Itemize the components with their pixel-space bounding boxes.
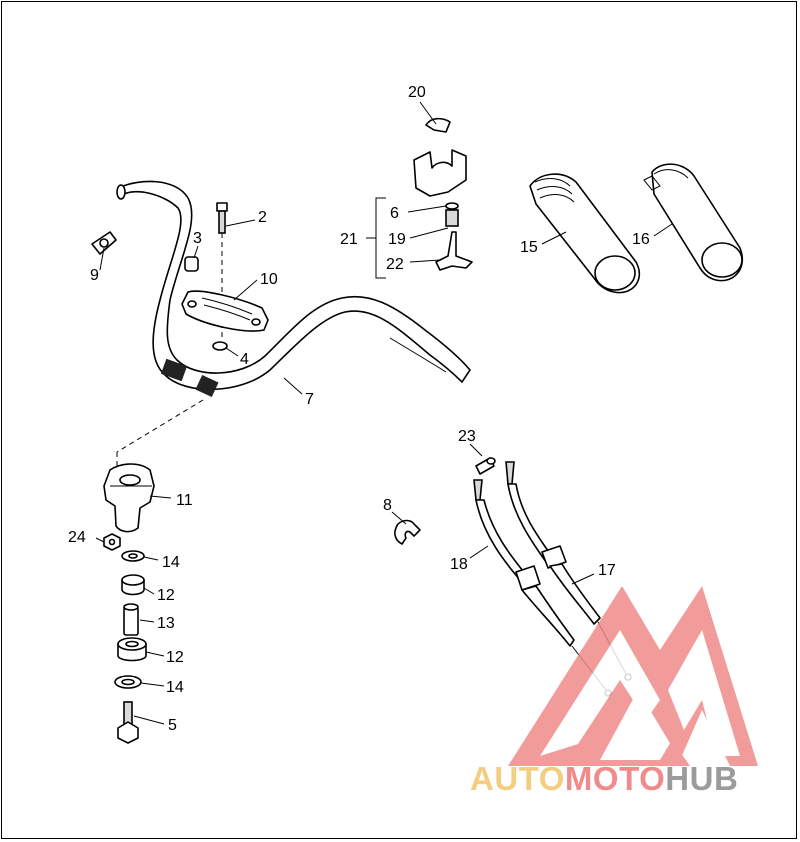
handlebar	[116, 180, 471, 470]
callout-20: 20	[408, 84, 426, 101]
callout-21: 21	[340, 231, 358, 248]
ferrule	[475, 457, 496, 475]
riser-bolt	[216, 202, 228, 340]
callout-6: 6	[390, 205, 399, 222]
callout-24: 24	[68, 529, 86, 546]
callout-12-lower: 12	[166, 649, 184, 666]
callout-3: 3	[193, 230, 202, 247]
callout-8: 8	[383, 497, 392, 514]
cable-clip	[91, 231, 117, 255]
callout-4: 4	[240, 351, 249, 368]
watermark-logo: AUTOMOTOHUB	[470, 586, 758, 797]
watermark-auto: AUTO	[470, 760, 565, 797]
callout-10: 10	[260, 271, 278, 288]
callout-22: 22	[386, 256, 404, 273]
callout-18: 18	[450, 556, 468, 573]
washer	[212, 341, 228, 351]
callout-9: 9	[90, 267, 99, 284]
right-grip	[643, 163, 743, 282]
callout-13: 13	[157, 615, 175, 632]
watermark-text: AUTOMOTOHUB	[470, 760, 738, 797]
cable-clip	[394, 519, 421, 545]
callout-5: 5	[168, 717, 177, 734]
left-grip	[529, 173, 641, 294]
spacer	[184, 256, 199, 272]
callout-numbers: 2 3 4 5 6 7 8 9 10 11 12 12 13 14 14 15 …	[68, 84, 650, 734]
lower-riser-stack	[114, 550, 147, 744]
callout-7: 7	[305, 391, 314, 408]
callout-2: 2	[258, 209, 267, 226]
callout-23: 23	[458, 428, 476, 445]
leader-lines	[95, 101, 673, 725]
callout-12-upper: 12	[157, 587, 175, 604]
top-clamp	[181, 290, 269, 332]
callout-14-lower: 14	[166, 679, 184, 696]
watermark-moto: MOTO	[565, 760, 665, 797]
callout-17: 17	[598, 562, 616, 579]
callout-15: 15	[520, 239, 538, 256]
callout-11: 11	[176, 492, 193, 509]
callout-14-upper: 14	[162, 554, 180, 571]
callout-16: 16	[632, 231, 650, 248]
watermark-hub: HUB	[665, 760, 738, 797]
riser	[103, 463, 155, 533]
throttle-housing	[375, 117, 473, 279]
callout-19: 19	[388, 231, 406, 248]
